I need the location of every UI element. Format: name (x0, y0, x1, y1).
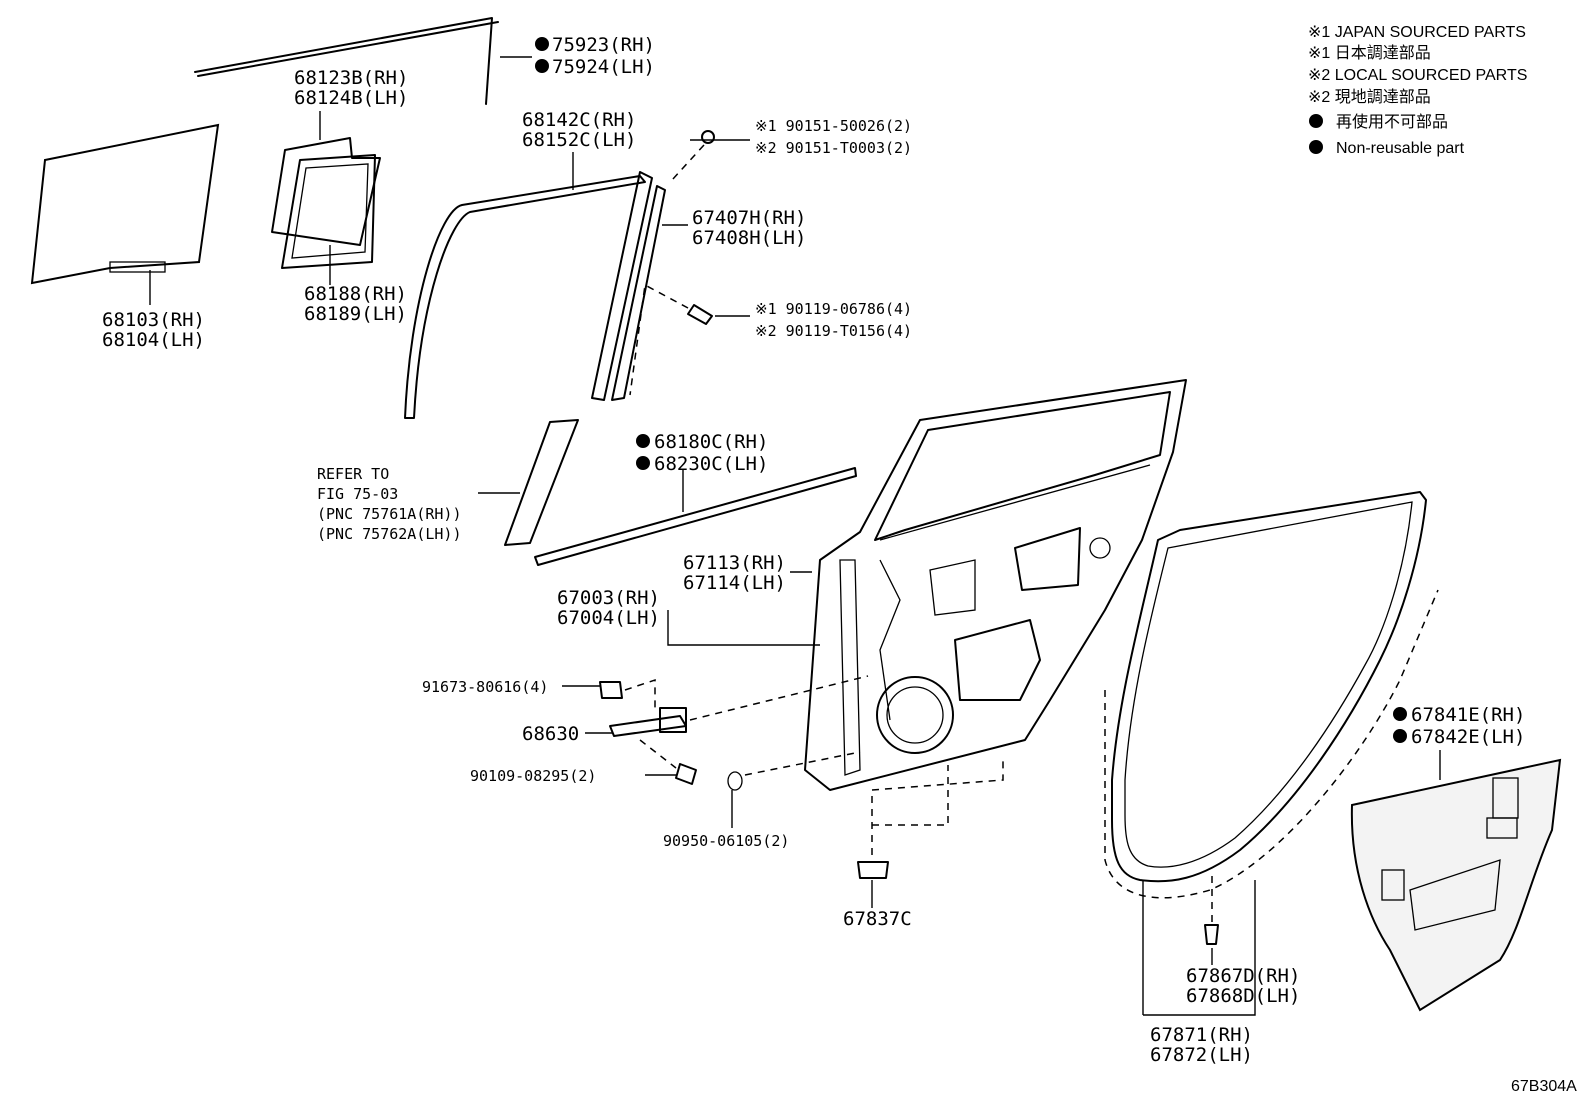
legend-line-3: ※2 LOCAL SOURCED PARTS (1308, 67, 1527, 84)
division-bar-67407h-drawing (591, 130, 715, 401)
legend-line-5: 再使用不可部品 (1336, 113, 1448, 131)
label-67867d: 67867D(RH) (1186, 965, 1300, 987)
label-67868d: 67868D(LH) (1186, 985, 1300, 1007)
label-67003: 67003(RH) (557, 587, 660, 609)
label-90109-08295: 90109-08295(2) (470, 767, 596, 785)
legend-line-2: ※1 日本調達部品 (1308, 44, 1431, 62)
label-67408h: 67408H(LH) (692, 227, 806, 249)
label-68152c: 68152C(LH) (522, 129, 636, 151)
clip-icon (1204, 924, 1219, 945)
label-90151-50026: ※1 90151-50026(2) (755, 117, 912, 135)
label-68142c: 68142C(RH) (522, 109, 636, 131)
label-67871: 67871(RH) (1150, 1024, 1253, 1046)
label-67114: 67114(LH) (683, 572, 786, 594)
pillar-garnish-drawing (504, 419, 579, 546)
label-67407h: 67407H(RH) (692, 207, 806, 229)
label-75923: 75923(RH) (552, 34, 655, 56)
non-reusable-dot-icon (636, 434, 650, 448)
label-67842e: 67842E(LH) (1411, 726, 1525, 748)
clip-67837c-drawing (857, 758, 1004, 879)
label-68103: 68103(RH) (102, 309, 205, 331)
non-reusable-dot-icon (1393, 729, 1407, 743)
legend-line-6: Non-reusable part (1336, 140, 1465, 157)
non-reusable-dot-icon (636, 456, 650, 470)
non-reusable-dot-icon (535, 59, 549, 73)
legend: ※1 JAPAN SOURCED PARTS ※1 日本調達部品 ※2 LOCA… (1308, 24, 1527, 157)
label-67004: 67004(LH) (557, 607, 660, 629)
screw-icon (701, 130, 715, 144)
bolt-icon (687, 304, 713, 325)
label-68630: 68630 (522, 723, 579, 745)
label-68124b: 68124B(LH) (294, 87, 408, 109)
figure-id: 67B304A (1511, 1078, 1577, 1095)
bolt-icon (675, 763, 697, 785)
label-90119-t0156: ※2 90119-T0156(4) (755, 322, 912, 340)
label-68123b: 68123B(RH) (294, 67, 408, 89)
label-90950-06105: 90950-06105(2) (663, 832, 789, 850)
non-reusable-dot-icon (1309, 114, 1323, 128)
label-90151-t0003: ※2 90151-T0003(2) (755, 139, 912, 157)
label-68104: 68104(LH) (102, 329, 205, 351)
label-68230c: 68230C(LH) (654, 453, 768, 475)
non-reusable-dot-icon (1309, 140, 1323, 154)
label-refer-fig: FIG 75-03 (317, 485, 398, 503)
run-channel-68142c-drawing (404, 175, 646, 419)
label-68180c: 68180C(RH) (654, 431, 768, 453)
label-67841e: 67841E(RH) (1411, 704, 1525, 726)
weatherstrip-67871-drawing (1104, 491, 1439, 945)
door-panel-67003-drawing (804, 379, 1187, 791)
label-67837c: 67837C (843, 908, 912, 930)
service-cover-67841e-drawing (1350, 758, 1562, 1012)
label-68188: 68188(RH) (304, 283, 407, 305)
legend-line-4: ※2 現地調達部品 (1308, 88, 1431, 106)
non-reusable-dot-icon (535, 37, 549, 51)
door-check-68630-drawing (599, 675, 869, 791)
hole-plug-icon (727, 771, 743, 791)
quarter-glass-68123b-drawing (271, 137, 381, 269)
label-refer-pnc-lh: (PNC 75762A(LH)) (317, 525, 462, 543)
label-refer-pnc-rh: (PNC 75761A(RH)) (317, 505, 462, 523)
label-91673-80616: 91673-80616(4) (422, 678, 548, 696)
bolt-icon (599, 681, 623, 699)
belt-moulding-68180c-drawing (534, 467, 857, 566)
roof-moulding-75923-drawing (194, 17, 499, 105)
non-reusable-dot-icon (1393, 707, 1407, 721)
legend-line-1: ※1 JAPAN SOURCED PARTS (1308, 24, 1526, 41)
label-67872: 67872(LH) (1150, 1044, 1253, 1066)
callout-labels: 75923(RH) 75924(LH) 68123B(RH) 68124B(LH… (102, 34, 1525, 1066)
label-refer-to: REFER TO (317, 465, 389, 483)
door-glass-68103-drawing (30, 123, 220, 285)
label-67113: 67113(RH) (683, 552, 786, 574)
label-68189: 68189(LH) (304, 303, 407, 325)
label-75924: 75924(LH) (552, 56, 655, 78)
leader-lines (149, 56, 1441, 1016)
label-90119-06786: ※1 90119-06786(4) (755, 300, 912, 318)
